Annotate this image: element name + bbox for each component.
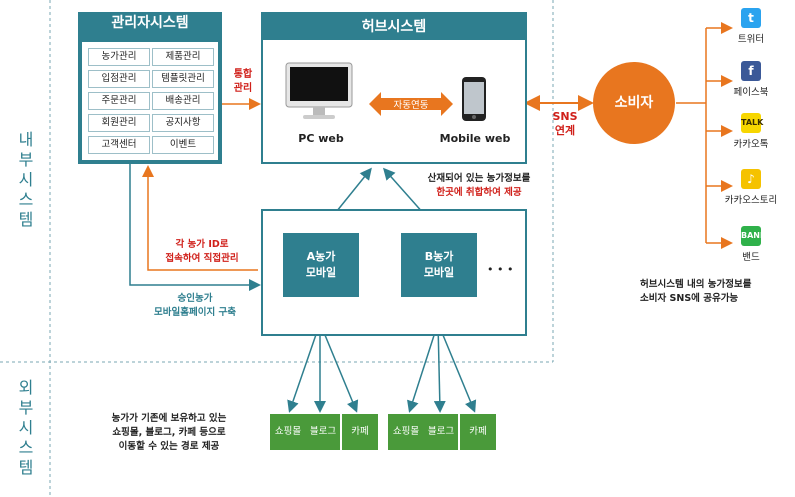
external-system-label: 외 부 시 스 템: [18, 378, 34, 477]
kakaostory-icon: ♪: [741, 169, 761, 189]
more-ellipsis: • • •: [487, 263, 514, 276]
mobile-pages-region: A농가 모바일 B농가 모바일 • • •: [261, 209, 527, 336]
admin-menu-item: 입점관리: [88, 70, 150, 88]
hub-system-title: 허브시스템: [263, 14, 525, 40]
monitor-icon: [285, 62, 353, 120]
sns-link-label: SNS 연계: [552, 110, 578, 137]
admin-menu-item: 농가관리: [88, 48, 150, 66]
farm-b-mobile: B농가 모바일: [401, 233, 477, 297]
hub-system-box: 허브시스템 PC web 자동연동 Mobile web: [261, 12, 527, 164]
admin-menu-item: 템플릿관리: [152, 70, 214, 88]
external-channel-cafe: 카페: [460, 414, 496, 450]
admin-system-box: 관리자시스템 농가관리 제품관리 입점관리 템플릿관리 주문관리 배송관리 회원…: [78, 12, 222, 164]
consumer-circle: 소비자: [593, 62, 675, 144]
sync-arrow: [369, 92, 453, 116]
sns-band: BAND 밴드: [716, 226, 786, 263]
external-channel-shopping: 쇼핑몰: [270, 414, 306, 450]
hub-share-note: 허브시스템 내의 농가정보를 소비자 SNS에 공유가능: [640, 279, 752, 304]
admin-menu-item: 공지사항: [152, 114, 214, 132]
admin-system-title: 관리자시스템: [111, 15, 189, 31]
direct-manage-note: 각 농가 ID로 접속하여 직접관리: [165, 239, 239, 264]
mobile-web-label: Mobile web: [439, 132, 511, 145]
kakaotalk-icon: TALK: [741, 113, 763, 133]
smartphone-icon: [461, 76, 487, 122]
sync-label: 자동연동: [393, 100, 429, 111]
facebook-icon: f: [741, 61, 761, 81]
farm-a-mobile: A농가 모바일: [283, 233, 359, 297]
external-channel-blog: 블로그: [424, 414, 458, 450]
sns-kakaotalk: TALK 카카오톡: [716, 113, 786, 150]
band-icon: BAND: [741, 226, 767, 246]
admin-menu-item: 회원관리: [88, 114, 150, 132]
sns-kakaostory: ♪ 카카오스토리: [716, 169, 786, 206]
integrated-management-label: 통합 관리: [233, 69, 253, 94]
admin-menu-item: 제품관리: [152, 48, 214, 66]
admin-menu-item: 고객센터: [88, 136, 150, 154]
admin-menu-item: 주문관리: [88, 92, 150, 110]
collect-note: 산재되어 있는 농가정보를 한곳에 취합하여 제공: [427, 173, 531, 198]
pc-web-label: PC web: [298, 132, 344, 145]
external-channel-shopping: 쇼핑몰: [388, 414, 424, 450]
twitter-icon: t: [741, 8, 761, 28]
admin-menu-item: 이벤트: [152, 136, 214, 154]
admin-menu-item: 배송관리: [152, 92, 214, 110]
sns-facebook: f 페이스북: [716, 61, 786, 98]
admin-menu-panel: 농가관리 제품관리 입점관리 템플릿관리 주문관리 배송관리 회원관리 공지사항…: [82, 42, 218, 160]
sns-twitter: t 트위터: [716, 8, 786, 45]
internal-system-label: 내 부 시 스 템: [18, 130, 34, 229]
approve-note: 승인농가 모바일홈페이지 구축: [154, 293, 236, 318]
external-channel-cafe: 카페: [342, 414, 378, 450]
external-channel-blog: 블로그: [306, 414, 340, 450]
external-note: 농가가 기존에 보유하고 있는 쇼핑몰, 블로그, 카페 등으로 이동할 수 있…: [111, 413, 227, 452]
